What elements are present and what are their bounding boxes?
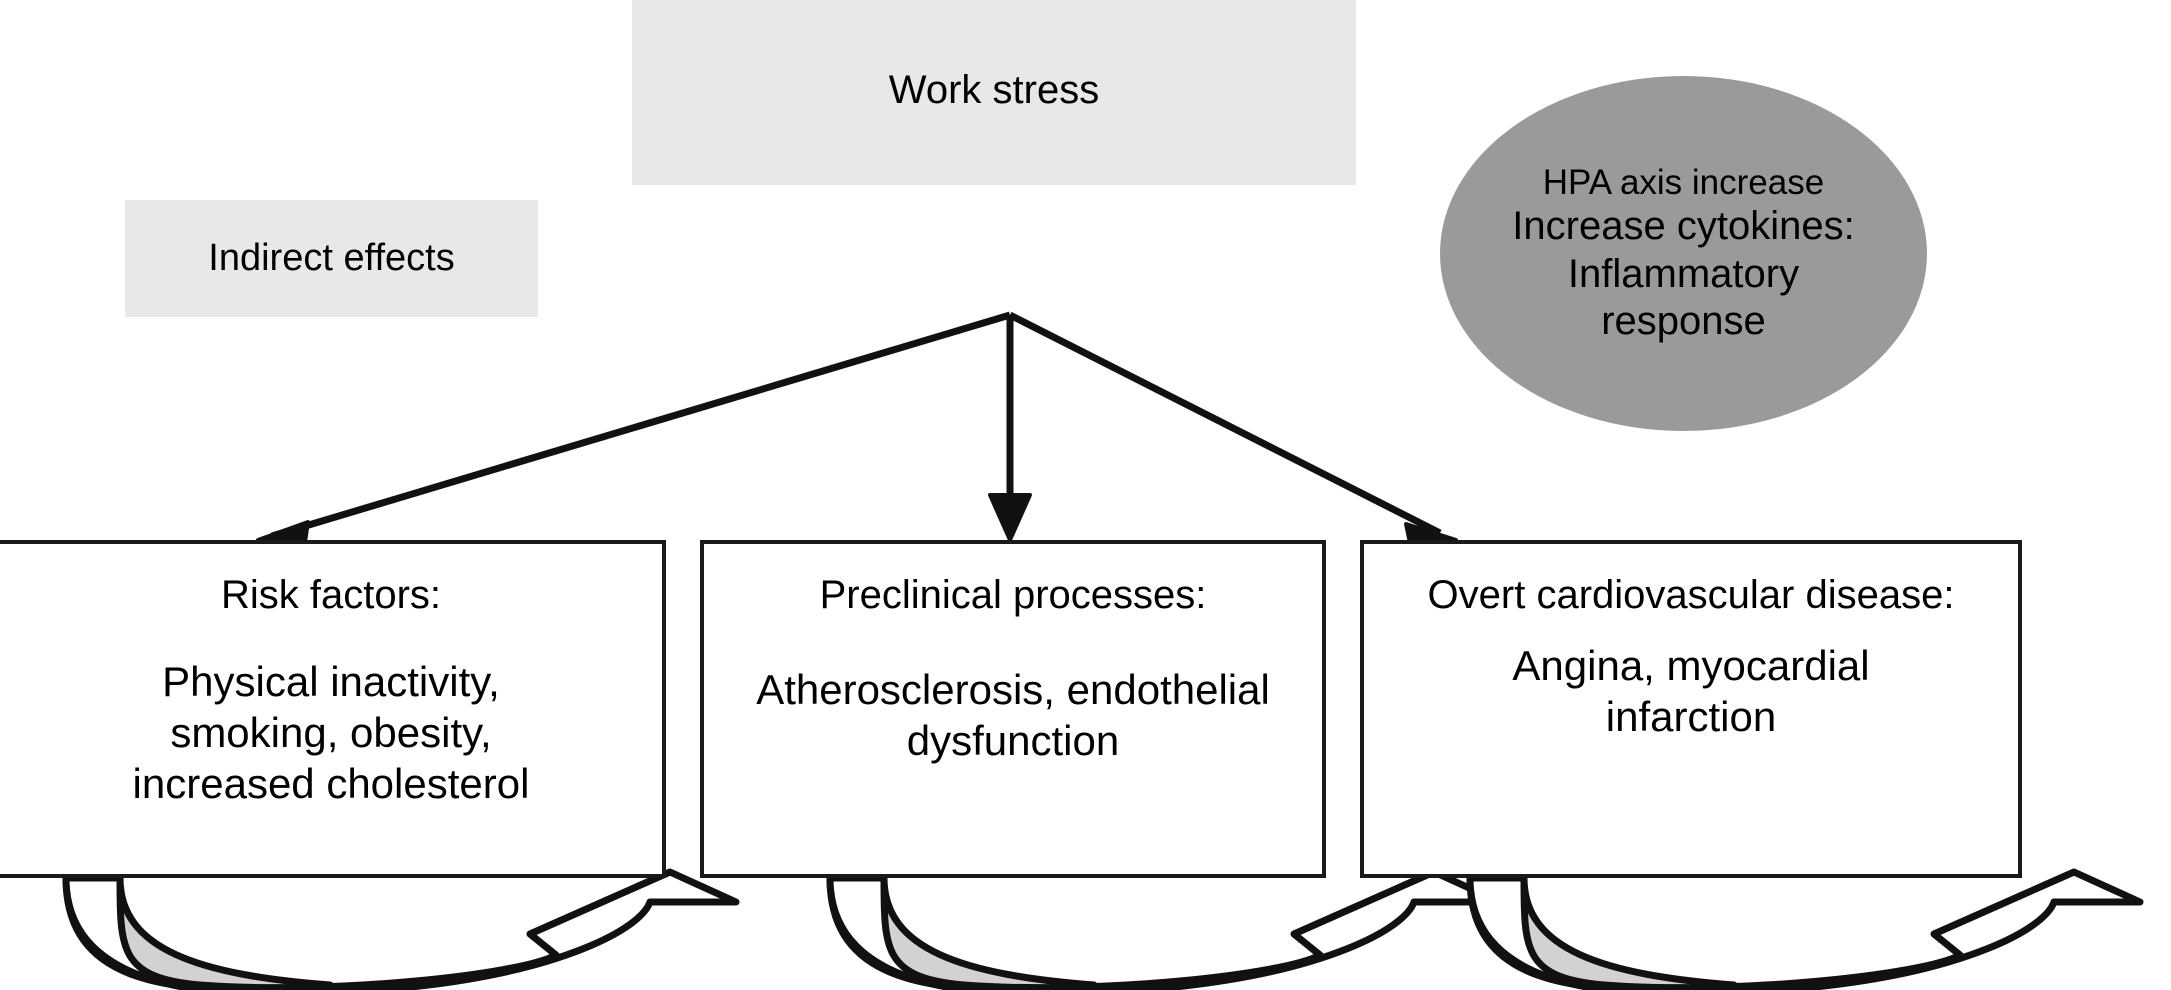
preclinical-heading: Preclinical processes: (819, 573, 1207, 617)
preclinical-body: Atherosclerosis, endothelial dysfunction (754, 664, 1272, 766)
preclinical-processes-box: Preclinical processes: Atherosclerosis, … (700, 540, 1326, 878)
hpa-line-4: response (1601, 298, 1766, 343)
risk-factors-heading: Risk factors: (220, 573, 442, 617)
overt-cvd-heading: Overt cardiovascular disease: (1427, 573, 1955, 617)
overt-cvd-body-line-2: infarction (1605, 693, 1777, 741)
risk-factors-body: Physical inactivity, smoking, obesity, i… (127, 656, 536, 810)
connector-arrow-middle (988, 315, 1032, 542)
hpa-line-1: HPA axis increase (1542, 163, 1825, 203)
overt-cvd-box: Overt cardiovascular disease: Angina, my… (1360, 540, 2022, 878)
hpa-line-3: Inflammatory (1567, 251, 1800, 296)
risk-factors-body-line-1: Physical inactivity, (162, 658, 500, 705)
connector-arrow-right (1008, 311, 1458, 564)
overt-cvd-body: Angina, myocardial infarction (1506, 640, 1875, 742)
connector-arrow-left (256, 311, 1012, 564)
feedback-loop-1 (62, 868, 740, 990)
hpa-axis-ellipse: HPA axis increase Increase cytokines: In… (1440, 76, 1927, 431)
work-stress-label: Work stress (888, 67, 1100, 112)
preclinical-body-line-2: dysfunction (906, 717, 1120, 765)
hpa-line-2: Increase cytokines: (1512, 204, 1855, 249)
preclinical-body-line-1: Atherosclerosis, endothelial (756, 666, 1270, 713)
risk-factors-box: Risk factors: Physical inactivity, smoki… (0, 540, 666, 878)
risk-factors-body-line-3: increased cholesterol (132, 760, 530, 808)
overt-cvd-body-line-1: Angina, myocardial (1512, 642, 1870, 689)
indirect-effects-box: Indirect effects (125, 200, 538, 317)
indirect-effects-label: Indirect effects (208, 236, 455, 279)
feedback-arrow-1 (62, 868, 740, 990)
feedback-arrow-3 (1466, 868, 2144, 990)
work-stress-box: Work stress (632, 0, 1356, 185)
feedback-loop-2 (826, 868, 1504, 990)
feedback-loop-3 (1466, 868, 2144, 990)
risk-factors-body-line-2: smoking, obesity, (170, 709, 492, 757)
feedback-arrow-2 (826, 868, 1504, 990)
